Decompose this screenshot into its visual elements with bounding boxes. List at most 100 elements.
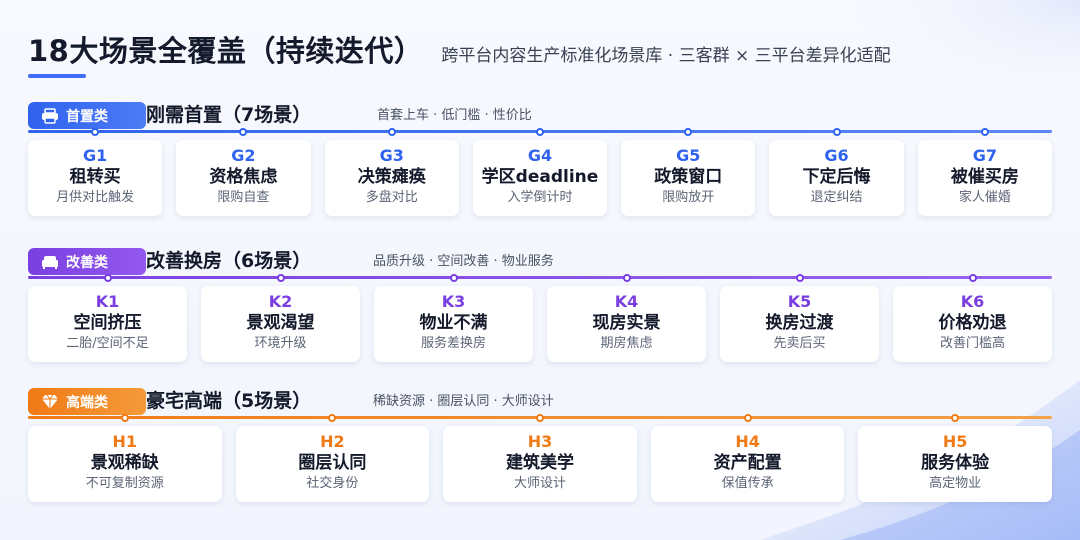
scenario-name: 被催买房 bbox=[950, 167, 1019, 187]
rail-node-dot bbox=[276, 274, 285, 282]
rail-node-dot bbox=[980, 128, 989, 136]
scenario-name: 现房实景 bbox=[592, 313, 661, 333]
section-note: 首套上车 · 低门槛 · 性价比 bbox=[377, 108, 532, 123]
section-note: 稀缺资源 · 圈层认同 · 大师设计 bbox=[373, 394, 554, 409]
scenario-code: G4 bbox=[527, 146, 553, 165]
scenario-code: H2 bbox=[320, 432, 345, 451]
category-tag-first-home: 首置类 bbox=[28, 102, 146, 129]
scenario-name: 建筑美学 bbox=[505, 453, 574, 473]
section-title: 豪宅高端（5场景） bbox=[146, 390, 312, 412]
scenario-code: K2 bbox=[268, 292, 293, 311]
scenario-desc: 服务差换房 bbox=[420, 336, 486, 351]
scenario-desc: 期房焦虑 bbox=[600, 336, 653, 351]
scenario-code: K1 bbox=[95, 292, 120, 311]
section-luxury: 高端类 豪宅高端（5场景） 稀缺资源 · 圈层认同 · 大师设计 H1 景观稀缺不… bbox=[24, 386, 1052, 502]
scenario-card-h4: H4 资产配置保值传承 bbox=[650, 414, 845, 502]
scenario-desc: 退定纠结 bbox=[810, 190, 863, 205]
scenario-card-k6: K6 价格劝退改善门槛高 bbox=[893, 274, 1052, 362]
page-subtitle: 跨平台内容生产标准化场景库 · 三客群 × 三平台差异化适配 bbox=[441, 46, 891, 66]
scenario-desc: 社交身份 bbox=[306, 476, 359, 491]
category-tag-label: 首置类 bbox=[66, 108, 108, 125]
rail-node-dot bbox=[968, 274, 977, 282]
scenario-name: 服务体验 bbox=[921, 453, 990, 473]
scenario-code: G3 bbox=[379, 146, 404, 165]
scenario-desc: 改善门槛高 bbox=[939, 336, 1005, 351]
scenario-desc: 入学倒计时 bbox=[507, 190, 573, 205]
rail-node-dot bbox=[91, 128, 100, 136]
scenario-code: G1 bbox=[83, 146, 108, 165]
scenario-code: K6 bbox=[960, 292, 985, 311]
scenario-desc: 保值传承 bbox=[721, 476, 774, 491]
scenario-desc: 大师设计 bbox=[513, 476, 566, 491]
scenario-code: H1 bbox=[112, 432, 138, 451]
section-note: 品质升级 · 空间改善 · 物业服务 bbox=[373, 254, 554, 269]
rail-node-dot bbox=[103, 274, 112, 282]
category-tag-label: 高端类 bbox=[66, 394, 108, 411]
rail-node-dot bbox=[535, 128, 544, 136]
scenario-name: 下定后悔 bbox=[802, 167, 871, 187]
scenario-name: 资格焦虑 bbox=[209, 167, 278, 187]
scenario-code: K4 bbox=[614, 292, 639, 311]
scenario-code: G5 bbox=[676, 146, 701, 165]
sofa-icon bbox=[40, 253, 60, 271]
scenario-code: H4 bbox=[735, 432, 760, 451]
scenario-name: 资产配置 bbox=[713, 453, 782, 473]
rail-node-dot bbox=[951, 414, 960, 422]
scenario-name: 空间挤压 bbox=[73, 313, 142, 333]
category-tag-upgrade: 改善类 bbox=[28, 248, 146, 275]
rail-node-dot bbox=[120, 414, 129, 422]
page-title: 18大场景全覆盖（持续迭代） bbox=[28, 34, 424, 68]
scenario-name: 景观稀缺 bbox=[90, 453, 159, 473]
scenario-code: H5 bbox=[942, 432, 968, 451]
scenario-card-h5: H5 服务体验高定物业 bbox=[858, 414, 1052, 502]
scenario-desc: 限购放开 bbox=[662, 190, 715, 205]
scenario-name: 学区deadline bbox=[481, 167, 599, 187]
section-rail bbox=[28, 276, 1052, 279]
rail-node-dot bbox=[832, 128, 841, 136]
scenario-code: G7 bbox=[972, 146, 997, 165]
rail-node-dot bbox=[622, 274, 631, 282]
diamond-icon bbox=[40, 393, 60, 411]
scenario-cards: H1 景观稀缺不可复制资源 H2 圈层认同社交身份 H3 建筑美学大师设计 H4 资产配置保值… bbox=[28, 414, 1052, 502]
scenario-name: 景观渴望 bbox=[246, 313, 315, 333]
scenario-card-k2: K2 景观渴望环境升级 bbox=[201, 274, 360, 362]
scenario-card-g7: G7 被催买房家人催婚 bbox=[917, 128, 1052, 216]
rail-node-dot bbox=[328, 414, 337, 422]
scenario-name: 圈层认同 bbox=[298, 453, 367, 473]
scenario-name: 租转买 bbox=[69, 167, 121, 187]
scenario-card-h1: H1 景观稀缺不可复制资源 bbox=[28, 414, 222, 502]
scenario-card-g1: G1 租转买月供对比触发 bbox=[28, 128, 163, 216]
scenario-card-g4: G4 学区deadline 入学倒计时 bbox=[472, 128, 608, 216]
scenario-desc: 多盘对比 bbox=[365, 190, 418, 205]
scenario-desc: 限购自查 bbox=[217, 190, 270, 205]
section-first-home: 首置类 刚需首置（7场景） 首套上车 · 低门槛 · 性价比 G1 租转买月供对比… bbox=[24, 100, 1052, 216]
scenario-name: 价格劝退 bbox=[938, 313, 1007, 333]
scenario-desc: 月供对比触发 bbox=[56, 190, 135, 205]
scenario-name: 决策瘫痪 bbox=[357, 167, 426, 187]
section-title: 改善换房（6场景） bbox=[146, 250, 312, 272]
scenario-card-k4: K4 现房实景期房焦虑 bbox=[547, 274, 706, 362]
scenario-desc: 高定物业 bbox=[929, 476, 982, 491]
scenario-card-g3: G3 决策瘫痪多盘对比 bbox=[324, 128, 459, 216]
section-title: 刚需首置（7场景） bbox=[146, 104, 312, 126]
rail-node-dot bbox=[743, 414, 752, 422]
scenario-desc: 不可复制资源 bbox=[85, 476, 164, 491]
scenario-code: K3 bbox=[441, 292, 466, 311]
printer-icon bbox=[40, 107, 60, 125]
scenario-desc: 家人催婚 bbox=[958, 190, 1011, 205]
scenario-code: H3 bbox=[527, 432, 553, 451]
scenario-desc: 环境升级 bbox=[254, 336, 307, 351]
scenario-name: 换房过渡 bbox=[765, 313, 834, 333]
scenario-desc: 先卖后买 bbox=[773, 336, 826, 351]
rail-node-dot bbox=[449, 274, 458, 282]
title-underline bbox=[28, 74, 86, 78]
